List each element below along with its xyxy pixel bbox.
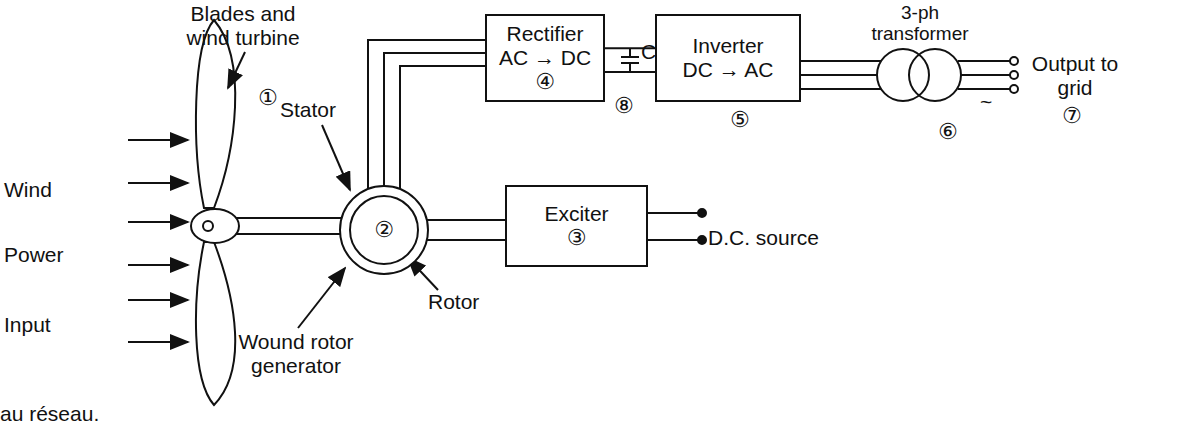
callout-number: ⑦ bbox=[1062, 104, 1082, 128]
shaft bbox=[236, 233, 342, 235]
exciter-box: Exciter③ bbox=[505, 185, 648, 267]
callout-number: ① bbox=[258, 86, 278, 110]
terminal bbox=[1010, 85, 1018, 93]
part-label: Wind bbox=[4, 178, 52, 202]
terminal bbox=[1010, 57, 1018, 65]
connector-wire bbox=[368, 40, 485, 189]
part-label: Input bbox=[4, 313, 51, 337]
node-text: ③ bbox=[567, 226, 587, 250]
leader-line bbox=[228, 52, 245, 88]
part-label: D.C. source bbox=[708, 226, 819, 250]
terminal bbox=[1010, 71, 1018, 79]
node-text: AC → DC bbox=[499, 46, 591, 70]
node-text: DC → AC bbox=[682, 58, 773, 82]
rectifier-box: RectifierAC → DC④ bbox=[485, 14, 605, 102]
capacitor bbox=[629, 48, 631, 57]
wind-arrow bbox=[128, 221, 188, 223]
shaft bbox=[236, 217, 342, 219]
wind-arrow bbox=[128, 264, 188, 266]
leader-line bbox=[298, 268, 345, 328]
part-label: Rotor bbox=[428, 290, 479, 314]
capacitor bbox=[621, 56, 639, 58]
part-label: Stator bbox=[280, 98, 336, 122]
hub bbox=[191, 209, 239, 243]
part-label: Power bbox=[4, 243, 64, 267]
callout-number: ⑥ bbox=[938, 120, 958, 144]
part-label: Wound rotor generator bbox=[236, 330, 356, 378]
node-text: ② bbox=[374, 218, 394, 242]
wind-arrow bbox=[128, 139, 188, 141]
hub-mark bbox=[203, 221, 213, 231]
callout-number: ⑤ bbox=[730, 108, 750, 132]
part-label: ~ bbox=[980, 90, 992, 114]
dc-wire bbox=[648, 212, 700, 214]
part-label: C bbox=[641, 40, 656, 64]
part-label: au réseau. bbox=[0, 402, 99, 426]
terminal bbox=[698, 209, 706, 217]
generator: ② bbox=[338, 184, 430, 276]
node-text: Exciter bbox=[544, 202, 608, 226]
leader-line bbox=[322, 125, 350, 190]
inverter-box: InverterDC → AC bbox=[655, 14, 801, 102]
connector-wire bbox=[801, 61, 881, 89]
terminal bbox=[698, 236, 706, 244]
part-label: Output to grid bbox=[1030, 52, 1120, 100]
output-wire bbox=[958, 88, 1010, 90]
output-wire bbox=[961, 74, 1010, 76]
node-text: Rectifier bbox=[506, 22, 583, 46]
part-label: Blades and wind turbine bbox=[168, 2, 318, 50]
connector-wire bbox=[427, 220, 505, 240]
transformer: 3-ph transformer bbox=[855, 0, 985, 108]
wind-arrow bbox=[128, 182, 188, 184]
dc-wire bbox=[648, 239, 700, 241]
wind-arrow bbox=[128, 299, 188, 301]
node-text: ④ bbox=[535, 70, 555, 94]
node-text: 3-ph transformer bbox=[865, 0, 975, 44]
wind-arrow bbox=[128, 341, 188, 343]
node-text: Inverter bbox=[692, 34, 763, 58]
blade bbox=[196, 242, 235, 405]
callout-number: ⑧ bbox=[614, 94, 634, 118]
output-wire bbox=[958, 60, 1010, 62]
capacitor bbox=[629, 63, 631, 72]
